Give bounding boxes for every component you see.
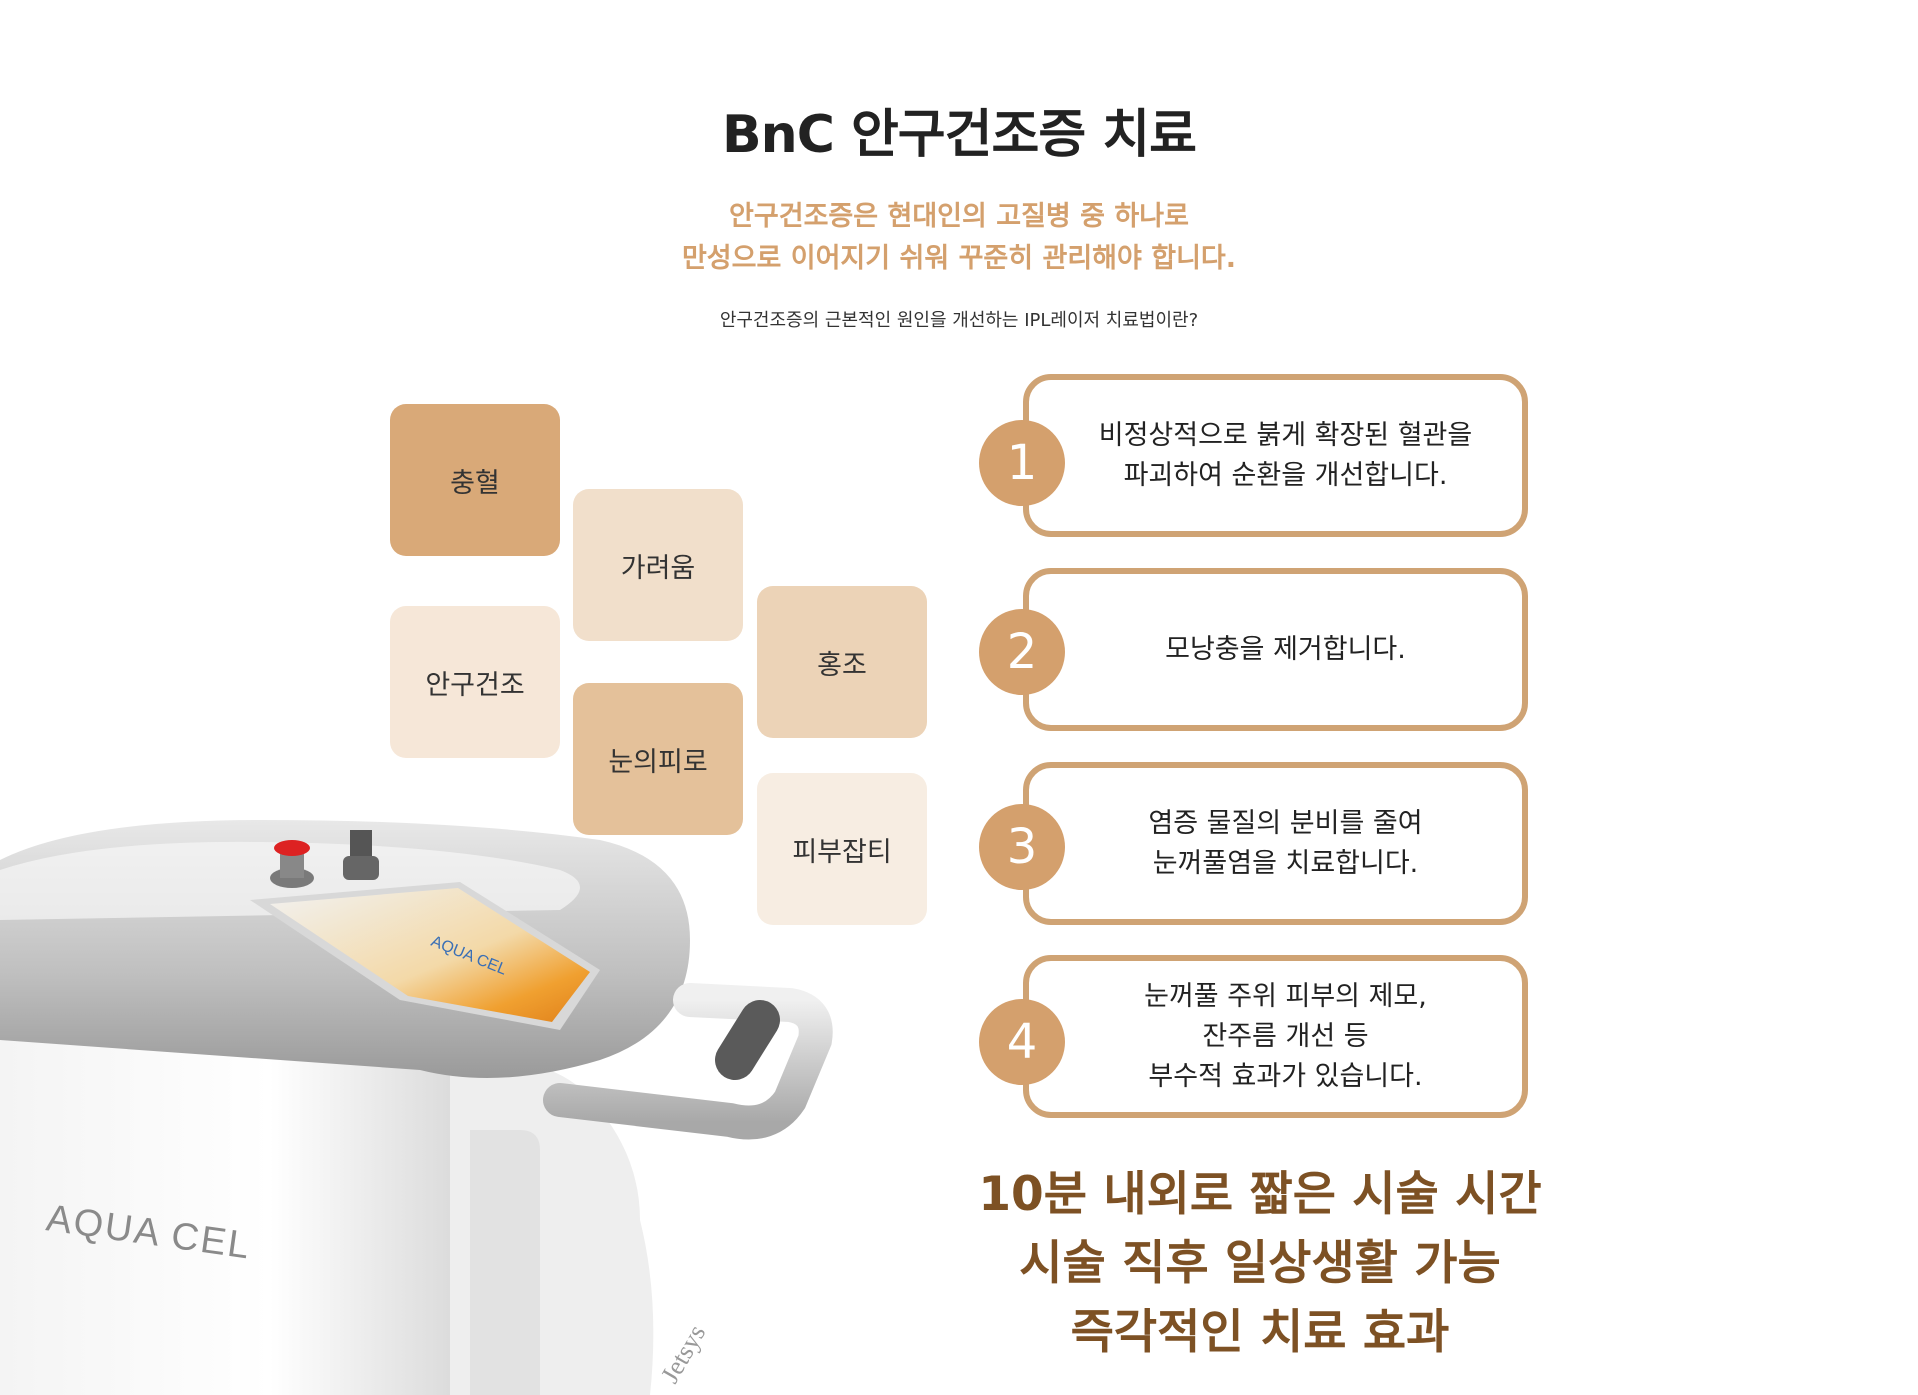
step-card-4: 눈꺼풀 주위 피부의 제모, 잔주름 개선 등 부수적 효과가 있습니다. [1023, 955, 1528, 1118]
device-maker-label: Jetsys [655, 1320, 711, 1388]
subtitle: 안구건조증은 현대인의 고질병 중 하나로 만성으로 이어지기 쉬워 꾸준히 관… [0, 196, 1918, 280]
symptom-tile-itching: 가려움 [573, 489, 743, 641]
step-card-2: 모낭충을 제거합니다. [1023, 568, 1528, 731]
symptom-label: 안구건조 [425, 669, 525, 701]
step-number-badge: 2 [979, 609, 1065, 695]
step-number-badge: 1 [979, 420, 1065, 506]
symptom-tile-flushing: 홍조 [757, 586, 927, 738]
symptom-tile-redness: 충혈 [390, 404, 560, 556]
step-number-badge: 3 [979, 804, 1065, 890]
step-text-line: 파괴하여 순환을 개선합니다. [1123, 459, 1448, 491]
subtitle-line: 만성으로 이어지기 쉬워 꾸준히 관리해야 합니다. [681, 243, 1237, 274]
symptom-label: 가려움 [620, 552, 696, 584]
step-text-line: 잔주름 개선 등 [1202, 1020, 1369, 1052]
page-title: BnC 안구건조증 치료 [722, 105, 1197, 165]
step-text-line: 눈꺼풀 주위 피부의 제모, [1144, 980, 1427, 1012]
ipl-device-illustration: AQUA CEL AQUA CEL Jetsys [0, 820, 833, 1395]
description: 안구건조증의 근본적인 원인을 개선하는 IPL레이저 치료법이란? [719, 310, 1199, 331]
symptom-label: 피부잡티 [792, 836, 892, 868]
step-card-1: 비정상적으로 붉게 확장된 혈관을 파괴하여 순환을 개선합니다. [1023, 374, 1528, 537]
symptom-label: 눈의피로 [608, 746, 708, 778]
benefit-line: 10분 내외로 짧은 시술 시간 [978, 1167, 1542, 1222]
step-text-line: 눈꺼풀염을 치료합니다. [1152, 847, 1419, 879]
benefit-line: 즉각적인 치료 효과 [1070, 1305, 1450, 1360]
step-text-line: 비정상적으로 붉게 확장된 혈관을 [1098, 419, 1473, 451]
step-text-line: 모낭충을 제거합니다. [1165, 633, 1406, 665]
symptom-label: 홍조 [817, 649, 867, 681]
symptom-tile-eye-fatigue: 눈의피로 [573, 683, 743, 835]
subtitle-line: 안구건조증은 현대인의 고질병 중 하나로 [729, 201, 1189, 232]
step-text-line: 부수적 효과가 있습니다. [1148, 1060, 1423, 1092]
benefits: 10분 내외로 짧은 시술 시간 시술 직후 일상생활 가능 즉각적인 치료 효… [900, 1160, 1620, 1367]
benefit-line: 시술 직후 일상생활 가능 [1019, 1236, 1501, 1291]
symptom-tile-dry-eye: 안구건조 [390, 606, 560, 758]
symptom-label: 충혈 [450, 467, 500, 499]
step-card-3: 염증 물질의 분비를 줄여 눈꺼풀염을 치료합니다. [1023, 762, 1528, 925]
step-number-badge: 4 [979, 999, 1065, 1085]
symptom-tile-blemish: 피부잡티 [757, 773, 927, 925]
step-text-line: 염증 물질의 분비를 줄여 [1148, 807, 1423, 839]
